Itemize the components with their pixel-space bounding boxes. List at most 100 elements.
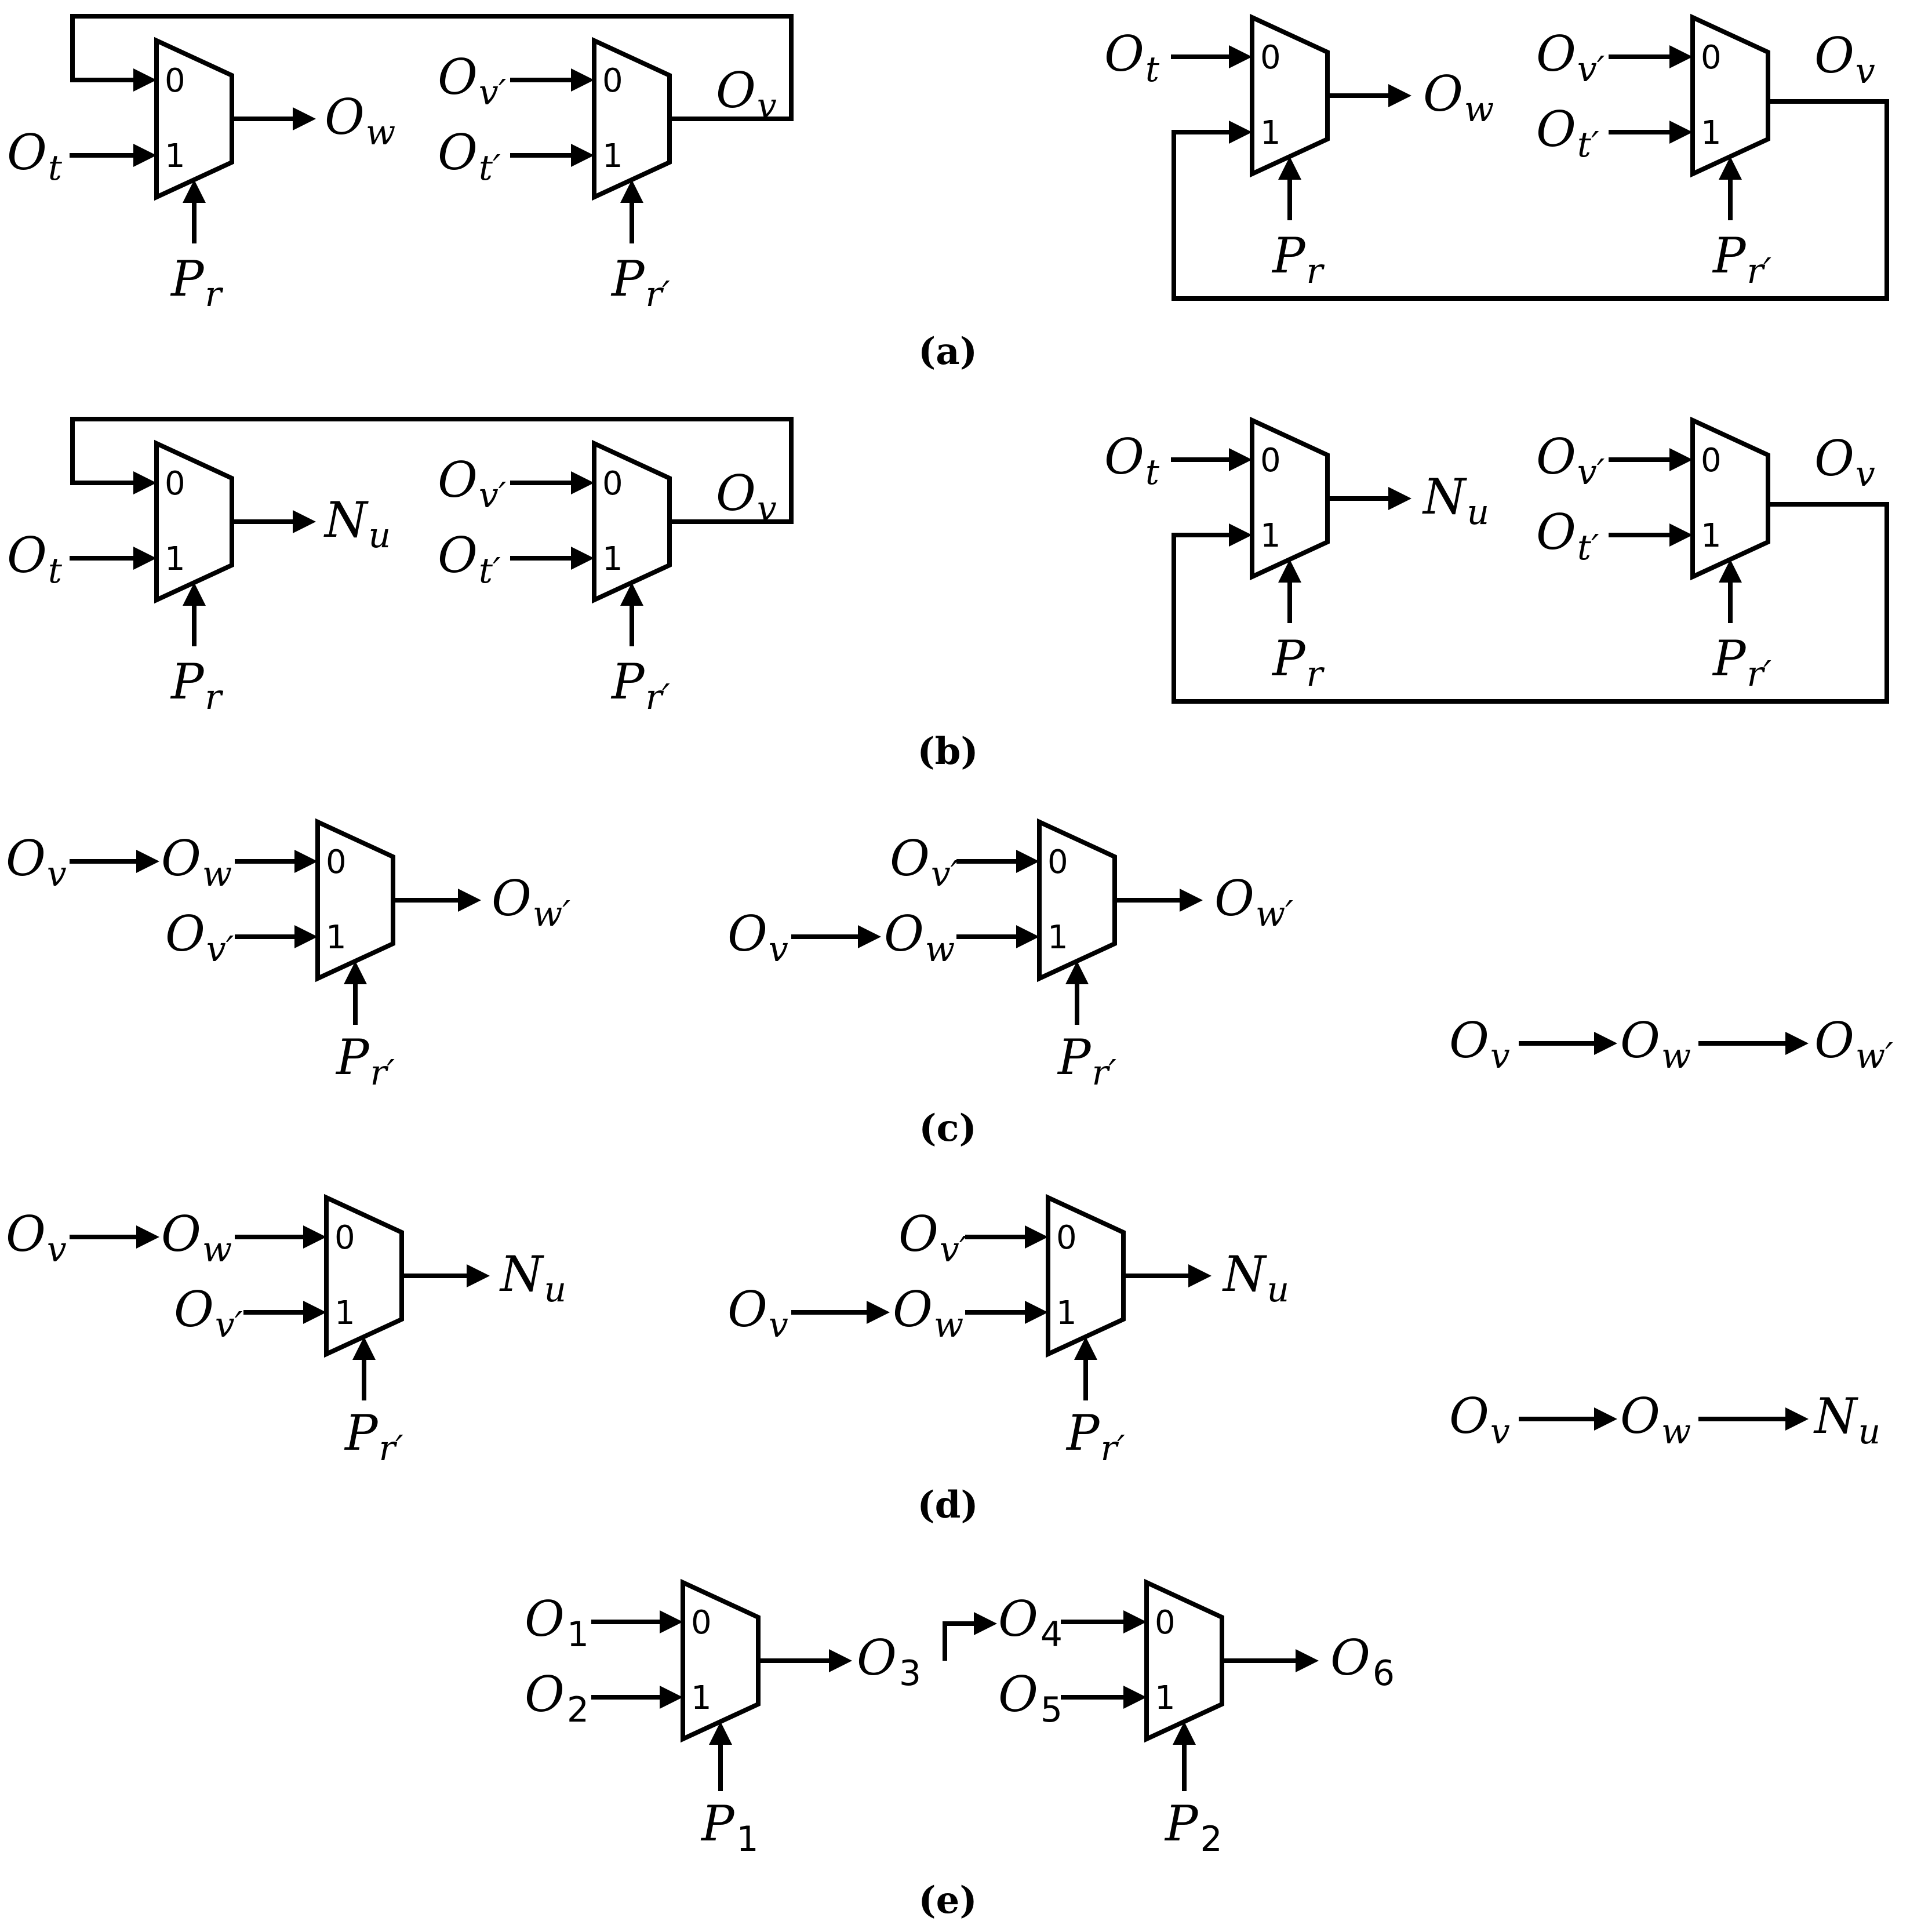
d-chain-label-ov: Ov [1449, 1388, 1510, 1452]
mux-body [681, 1578, 761, 1743]
c-mid-label-prp: Pr′ [1057, 1029, 1116, 1093]
b-right-prp-wire-arrowhead [1719, 559, 1742, 583]
mux-body [1250, 416, 1330, 581]
mux-input-0-label: 0 [326, 843, 347, 881]
b-left-ovp-wire-arrowhead [571, 471, 594, 494]
arrowheads [133, 45, 1809, 1745]
b-left-label-prp: Pr′ [610, 653, 670, 718]
a-right-label-ot: Ot [1104, 26, 1160, 90]
c-mid-label-ovp: Ov′ [890, 830, 959, 894]
b-left-prp-wire-arrowhead [620, 583, 643, 606]
d-left-ow-wire-arrowhead [303, 1225, 326, 1249]
a-left-label-ow: Ow [325, 89, 395, 153]
b-right-label-otp: Ot′ [1536, 504, 1599, 568]
b-right-feedback-arrowhead [1229, 523, 1252, 547]
d-left-label-ov: Ov [6, 1206, 67, 1270]
c-mid-prp-wire-arrowhead [1065, 961, 1089, 984]
mux-input-0-label: 0 [602, 62, 623, 100]
a-right-feedback-arrowhead [1229, 121, 1252, 144]
mux-body [592, 439, 672, 604]
d-mid-ovp-wire-arrowhead [1025, 1225, 1048, 1249]
a-right-label-ov: Ov [1814, 27, 1875, 92]
mux-body [1046, 1194, 1126, 1358]
c-mid-ow-wire-arrowhead [1016, 925, 1039, 948]
e-jog-wire [943, 1621, 980, 1661]
mux-input-0-label: 0 [334, 1219, 355, 1257]
c-mid-label-ow: Ow [884, 905, 955, 970]
e-label-o5: O5 [998, 1666, 1063, 1730]
b-feedback-wire [70, 417, 794, 524]
mux-input-1-label: 1 [602, 540, 623, 578]
mux-body [1250, 13, 1330, 178]
c-chain-wire-1-arrowhead [1594, 1032, 1617, 1055]
d-mid-out-wire-arrowhead [1188, 1264, 1212, 1287]
c-left-out-wire-arrowhead [458, 889, 481, 912]
mux-body [1690, 13, 1770, 178]
a-right-label-pr: Pr [1271, 227, 1325, 292]
d-chain-wire-2-arrowhead [1785, 1407, 1809, 1431]
a-left-out-wire-arrowhead [293, 107, 316, 130]
b-left-mux-2: 01 [592, 439, 672, 604]
c-left-label-out: Ow′ [492, 870, 570, 934]
a-left-otp-wire-arrowhead [571, 144, 594, 167]
d-left-ov-wire-arrowhead [136, 1225, 159, 1249]
c-left-label-ow: Ow [161, 830, 232, 894]
b-right-mux-2: 01 [1690, 416, 1770, 581]
c-chain-label-ow: Ow [1620, 1012, 1691, 1076]
c-left-label-ov: Ov [6, 830, 67, 894]
mux-input-0-label: 0 [165, 62, 185, 100]
c-chain-label-out: Ow′ [1814, 1012, 1893, 1076]
c-chain-wire-2-arrowhead [1785, 1032, 1809, 1055]
e-label-o1: O1 [525, 1591, 589, 1655]
a-left-pr-wire-arrowhead [183, 180, 206, 203]
c-left-label-ovp: Ov′ [165, 905, 234, 970]
c-mid-out-wire-arrowhead [1180, 889, 1203, 912]
mux-input-0-label: 0 [165, 465, 185, 503]
d-mid-mux: 01 [1046, 1194, 1126, 1358]
b-right-label-nu: Nu [1422, 468, 1489, 533]
mux-input-1-label: 1 [1701, 517, 1722, 555]
b-left-out-wire-arrowhead [293, 510, 316, 533]
c-mid-mux: 01 [1037, 818, 1117, 983]
b-right-label-pr: Pr [1271, 630, 1325, 694]
mux-input-1-label: 1 [165, 137, 185, 175]
d-chain-label-ow: Ow [1620, 1388, 1691, 1452]
b-left-pr-wire-arrowhead [183, 583, 206, 606]
mux-input-1-label: 1 [1260, 517, 1281, 555]
c-mid-ov-wire-arrowhead [858, 925, 881, 948]
a-right-out-wire-arrowhead [1388, 84, 1411, 107]
a-left-mux-2: 01 [592, 37, 672, 201]
mux-body [1144, 1578, 1224, 1743]
mux-body [1037, 818, 1117, 983]
e-jog-arrowhead [974, 1612, 997, 1635]
d-left-label-prp: Pr′ [344, 1405, 403, 1469]
caption-e: (e) [918, 1879, 977, 1922]
b-right-ot-wire-arrowhead [1229, 448, 1252, 471]
b-right-feedback-wire [1172, 502, 1889, 704]
mux-input-0-label: 0 [1056, 1219, 1077, 1257]
mux-body [592, 37, 672, 201]
b-right-otp-wire-arrowhead [1669, 523, 1693, 547]
a-right-label-prp: Pr′ [1712, 227, 1771, 292]
b-right-ovp-wire-arrowhead [1669, 448, 1693, 471]
b-right-label-ot: Ot [1104, 428, 1160, 493]
mux-input-0-label: 0 [691, 1604, 712, 1642]
e-out-wire-2-arrowhead [1296, 1649, 1319, 1672]
e-mux-1: 01 [681, 1578, 761, 1743]
d-mid-label-prp: Pr′ [1065, 1405, 1125, 1469]
c-left-label-prp: Pr′ [335, 1029, 395, 1093]
b-left-mux-1: 01 [154, 439, 234, 604]
mux-body [154, 37, 234, 201]
a-right-feedback-wire [1172, 99, 1889, 301]
mux-input-0-label: 0 [1155, 1604, 1176, 1642]
mux-input-1-label: 1 [1701, 114, 1722, 152]
a-right-label-otp: Ot′ [1536, 101, 1599, 165]
b-right-mux-1: 01 [1250, 416, 1330, 581]
c-left-ov-wire-arrowhead [136, 850, 159, 873]
mux-input-1-label: 1 [1155, 1679, 1176, 1717]
a-left-label-ov: Ov [716, 62, 777, 126]
b-left-label-ovp: Ov′ [438, 452, 507, 516]
caption-c: (c) [919, 1107, 977, 1150]
